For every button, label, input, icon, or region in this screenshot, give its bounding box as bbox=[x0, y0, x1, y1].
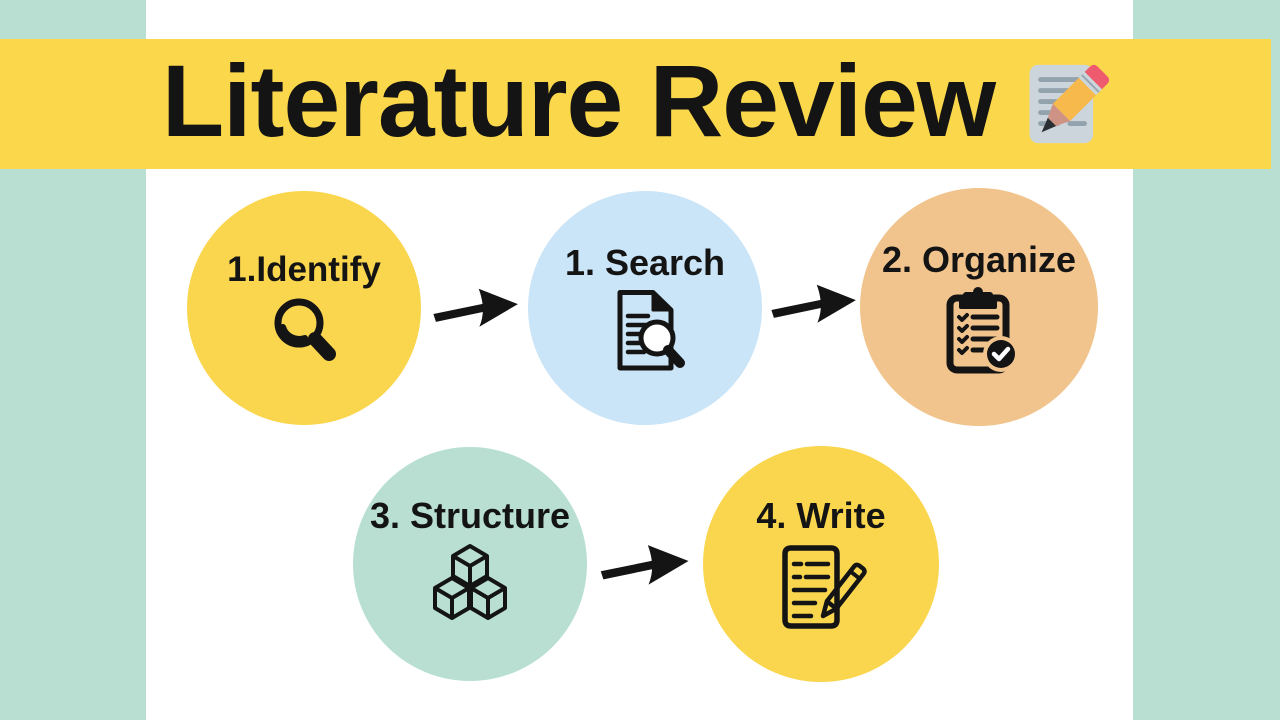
step-label-search: 1. Search bbox=[564, 242, 726, 284]
step-label-organize: 2. Organize bbox=[881, 239, 1077, 281]
arrow-search-to-organize bbox=[771, 284, 856, 323]
step-label-structure: 3. Structure bbox=[369, 495, 571, 537]
step-circle-structure: 3. Structure bbox=[353, 447, 587, 681]
step-circle-search: 1. Search bbox=[528, 191, 762, 425]
memo-emoji-icon bbox=[1029, 64, 1110, 144]
step-circle-write: 4. Write bbox=[703, 446, 939, 682]
cubes-icon bbox=[433, 543, 507, 620]
clipboard-check-icon bbox=[946, 286, 1019, 374]
step-circle-organize: 2. Organize bbox=[860, 188, 1098, 426]
magnifier-icon bbox=[274, 298, 336, 362]
step-label-identify: 1.Identify bbox=[227, 249, 381, 289]
page-title: Literature Review bbox=[161, 44, 996, 158]
title-banner: Literature Review bbox=[0, 39, 1271, 169]
arrow-identify-to-search bbox=[433, 288, 518, 327]
document-pen-icon bbox=[782, 545, 867, 629]
arrow-structure-to-write bbox=[600, 545, 689, 585]
step-label-write: 4. Write bbox=[756, 495, 886, 537]
document-search-icon bbox=[617, 289, 685, 371]
step-circle-identify: 1.Identify bbox=[187, 191, 421, 425]
